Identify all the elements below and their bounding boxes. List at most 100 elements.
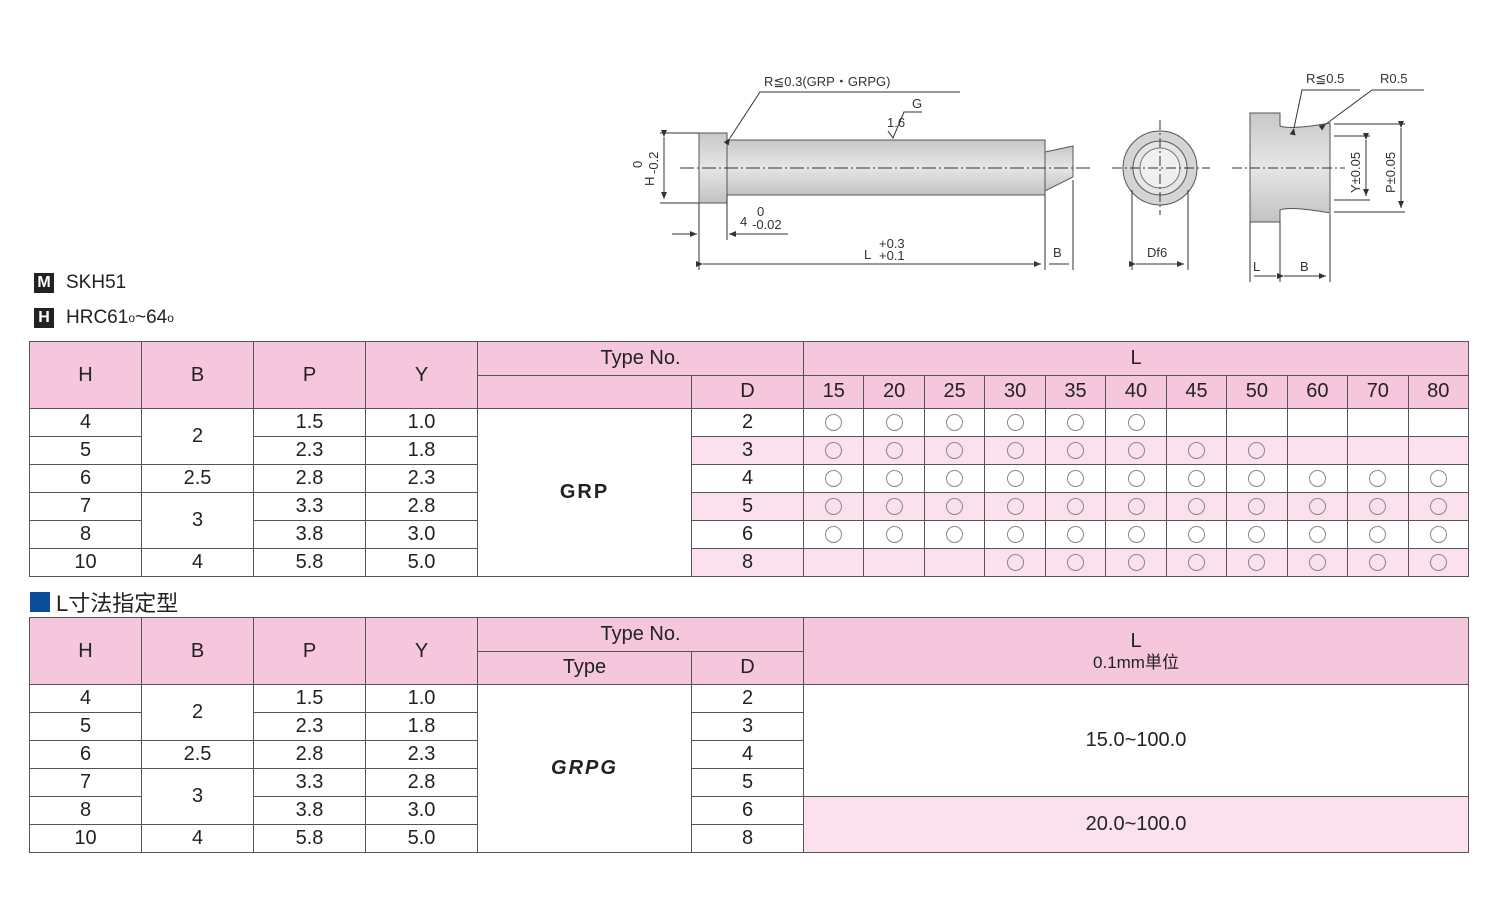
cell-availability [984,520,1046,549]
cell-availability [984,492,1046,521]
cell-availability [1226,408,1288,437]
cell-availability [1165,492,1228,521]
cell-y: 3.0 [365,520,478,549]
cell-availability [1347,408,1409,437]
cell-availability [1165,436,1228,465]
cell-h: 8 [29,796,142,825]
pin-tip-view [1232,89,1424,282]
available-circle-icon [1369,554,1387,572]
dim-b-label: B [1053,245,1062,260]
cell-availability [923,520,986,549]
roughness-grade: G [912,96,922,111]
available-circle-icon [825,414,843,432]
section-title-text: L寸法指定型 [56,591,179,616]
hardness-text: HRC61 [66,307,129,328]
cell-availability [984,408,1046,437]
cell-h: 6 [29,740,142,769]
section-marker-icon [30,592,50,612]
dim-h-label: H [642,177,657,186]
cell-b: 2 [141,408,254,465]
cell-availability [1286,492,1349,521]
cell-h: 7 [29,768,142,797]
cell-p: 3.3 [253,492,366,521]
cell-d: 2 [690,408,805,437]
cell-availability [1347,520,1409,549]
radius-callout-right-1: R≦0.5 [1306,71,1344,86]
cell-p: 3.8 [253,520,366,549]
cell-availability [803,464,865,493]
header-l: L [803,341,1469,376]
cell-availability [1044,464,1107,493]
cell-availability [1105,464,1167,493]
available-circle-icon [1369,470,1387,488]
cell-b: 3 [141,492,254,549]
cell-p: 2.8 [253,464,366,493]
cell-availability [803,436,865,465]
available-circle-icon [946,526,964,544]
available-circle-icon [885,442,903,460]
dim-l-tol-bot: +0.1 [879,248,905,263]
cell-availability [1226,464,1288,493]
available-circle-icon [1006,526,1024,544]
cell-availability [1044,520,1107,549]
cell-type: GRP [477,408,692,577]
available-circle-icon [1067,442,1085,460]
header-l-value: 25 [923,374,986,409]
dim-head-tol-bot: -0.02 [752,217,782,232]
available-circle-icon [946,442,964,460]
header-b: B [141,341,254,409]
available-circle-icon [1369,526,1387,544]
available-circle-icon [1067,414,1085,432]
dim-l-tol-top: +0.3 [879,236,905,251]
header-d: D [690,650,805,685]
available-circle-icon [1429,470,1447,488]
cell-b: 2 [141,684,254,741]
header-h: H [29,341,142,409]
cell-availability [1407,408,1470,437]
cell-availability [1407,520,1470,549]
cell-availability [1226,492,1288,521]
available-circle-icon [885,414,903,432]
cell-y: 3.0 [365,796,478,825]
available-circle-icon [1067,526,1085,544]
cell-availability [923,408,986,437]
header-l-text: L [1130,629,1142,652]
available-circle-icon [1127,498,1145,516]
cell-p: 1.5 [253,408,366,437]
cell-availability [1044,408,1107,437]
cell-d: 4 [690,740,805,769]
header-l-value: 45 [1165,374,1228,409]
available-circle-icon [1067,498,1085,516]
cell-y: 5.0 [365,824,478,853]
available-circle-icon [1127,442,1145,460]
cell-h: 10 [29,548,142,577]
cell-availability [1044,436,1107,465]
cell-availability [863,464,925,493]
header-type: Type [477,650,692,685]
cell-availability [863,520,925,549]
technical-drawing: R≦0.3(GRP・GRPG) G 1.6 H 0 -0.2 4 0 -0.02… [630,71,1424,282]
header-l-value: 60 [1286,374,1349,409]
cell-p: 2.8 [253,740,366,769]
dim-h-tol-bot: -0.2 [646,152,661,174]
cell-availability [923,548,986,577]
cell-l-range: 15.0~100.0 [803,684,1469,797]
available-circle-icon [1187,470,1205,488]
available-circle-icon [946,498,964,516]
available-circle-icon [1248,470,1266,488]
cell-availability [1226,520,1288,549]
available-circle-icon [1187,498,1205,516]
available-circle-icon [1006,414,1024,432]
header-type-no: Type No. [476,341,805,376]
header-l-value: 80 [1407,374,1470,409]
available-circle-icon [825,526,843,544]
cell-y: 2.3 [365,740,478,769]
dim-l-label: L [864,247,871,262]
cell-y: 1.8 [365,436,478,465]
cell-y: 1.8 [365,712,478,741]
